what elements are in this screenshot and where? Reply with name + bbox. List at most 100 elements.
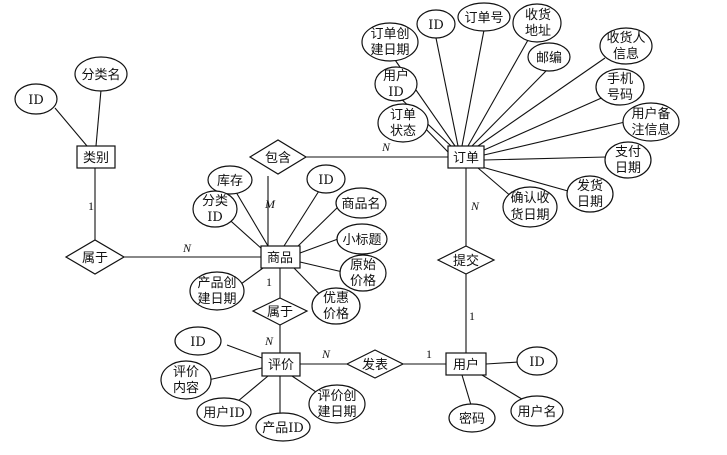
svg-text:用户备: 用户备 (631, 106, 670, 122)
svg-text:发货: 发货 (577, 178, 603, 194)
svg-text:用户名: 用户名 (517, 404, 556, 420)
attr-order-confirm-date: 确认收 货日期 (502, 186, 558, 228)
entity-order: 订单 (447, 145, 485, 169)
edge-category-id (54, 107, 88, 147)
card-review-publishes: N (321, 347, 331, 361)
svg-text:日期: 日期 (577, 195, 603, 210)
svg-text:收货人: 收货人 (606, 30, 645, 46)
attr-order-zip: 邮编 (527, 42, 571, 72)
attr-product-id: ID (306, 164, 346, 194)
attr-category-id: ID (14, 83, 58, 115)
attr-product-orig-price: 原始 价格 (339, 254, 387, 292)
attr-order-note: 用户备 注信息 (622, 102, 680, 142)
svg-text:产品创: 产品创 (197, 276, 236, 291)
attr-order-status: 订单 状态 (377, 103, 429, 143)
entity-product-label: 商品 (267, 251, 293, 266)
entity-review-label: 评价 (268, 358, 294, 373)
svg-text:号码: 号码 (607, 88, 633, 103)
svg-text:地址: 地址 (525, 24, 551, 39)
svg-text:ID: ID (428, 18, 444, 33)
svg-text:建日期: 建日期 (197, 292, 236, 307)
relationship-contains: 包含 (248, 139, 308, 175)
attr-product-created: 产品创 建日期 (189, 271, 245, 311)
attr-product-name: 商品名 (335, 187, 387, 219)
svg-text:原始: 原始 (350, 258, 376, 273)
attr-product-subtitle: 小标题 (336, 223, 388, 255)
svg-text:ID: ID (388, 85, 404, 100)
relationship-belongs-category-label: 属于 (82, 251, 108, 266)
svg-text:手机: 手机 (607, 72, 633, 87)
attr-order-id: ID (416, 9, 456, 39)
relationship-belongs-category: 属于 (64, 239, 126, 275)
attr-review-id: ID (174, 326, 222, 356)
svg-text:建日期: 建日期 (370, 43, 409, 58)
attr-review-content: 评价 内容 (160, 360, 212, 400)
svg-text:信息: 信息 (613, 46, 639, 62)
card-contains-product: M (264, 197, 276, 211)
attr-order-receiver: 收货人 信息 (599, 27, 653, 65)
svg-text:订单创: 订单创 (370, 27, 409, 42)
svg-text:建日期: 建日期 (317, 405, 356, 420)
svg-text:邮编: 邮编 (536, 51, 562, 66)
svg-text:用户ID: 用户ID (203, 405, 245, 421)
svg-text:ID: ID (529, 355, 545, 370)
entity-user: 用户 (445, 352, 487, 376)
attr-product-promo-price: 优惠 价格 (311, 287, 361, 325)
svg-text:分类: 分类 (202, 194, 228, 209)
svg-text:库存: 库存 (217, 173, 243, 189)
svg-text:分类名: 分类名 (81, 67, 120, 83)
entity-order-label: 订单 (453, 151, 479, 166)
svg-text:产品ID: 产品ID (262, 421, 304, 436)
svg-text:支付: 支付 (615, 145, 641, 160)
svg-text:ID: ID (318, 173, 334, 188)
svg-text:状态: 状态 (390, 124, 416, 139)
entity-product: 商品 (260, 245, 301, 269)
svg-text:价格: 价格 (323, 306, 349, 322)
attr-product-category-id: 分类 ID (192, 190, 238, 228)
card-submits-user: 1 (469, 309, 475, 323)
svg-text:评价: 评价 (173, 365, 199, 380)
svg-text:日期: 日期 (615, 161, 641, 176)
relationship-submits: 提交 (436, 245, 496, 275)
svg-text:注信息: 注信息 (631, 122, 670, 138)
svg-text:收货: 收货 (525, 7, 551, 23)
svg-text:货日期: 货日期 (510, 207, 549, 223)
card-order-submits: N (470, 199, 480, 213)
relationship-contains-label: 包含 (265, 150, 291, 166)
attr-order-created: 订单创 建日期 (361, 22, 419, 62)
attr-review-product-id: 产品ID (255, 412, 311, 442)
card-category-belongs: 1 (88, 199, 94, 213)
entity-category: 类别 (76, 145, 116, 169)
attr-user-password: 密码 (448, 403, 496, 433)
svg-text:用户: 用户 (383, 68, 409, 84)
attr-review-user-id: 用户ID (196, 397, 252, 427)
svg-text:优惠: 优惠 (323, 291, 349, 306)
card-belongs-review: N (264, 334, 274, 348)
svg-text:ID: ID (28, 93, 44, 108)
relationship-belongs-review: 属于 (251, 297, 309, 326)
attr-product-stock: 库存 (207, 165, 253, 195)
relationship-publishes: 发表 (345, 349, 405, 379)
svg-text:ID: ID (190, 335, 206, 350)
attr-user-name: 用户名 (510, 395, 564, 427)
attr-category-name: 分类名 (74, 56, 128, 92)
svg-text:订单: 订单 (390, 108, 416, 123)
entity-user-label: 用户 (453, 357, 479, 373)
card-product-belongs-review: 1 (266, 275, 272, 289)
svg-text:密码: 密码 (459, 411, 485, 427)
entity-category-label: 类别 (83, 151, 109, 166)
entity-review: 评价 (261, 352, 301, 377)
svg-text:内容: 内容 (173, 380, 199, 396)
relationship-submits-label: 提交 (453, 253, 479, 269)
svg-text:价格: 价格 (350, 273, 376, 289)
relationship-publishes-label: 发表 (362, 357, 388, 373)
attr-review-created: 评价创 建日期 (308, 384, 366, 424)
svg-text:ID: ID (207, 210, 223, 225)
cardinality-labels: N M 1 N N 1 1 N N 1 (88, 140, 480, 361)
attr-order-phone: 手机 号码 (595, 68, 645, 106)
attr-order-address: 收货 地址 (512, 3, 562, 43)
attr-order-no: 订单号 (457, 2, 511, 32)
svg-text:评价创: 评价创 (317, 389, 356, 404)
svg-text:商品名: 商品名 (341, 196, 380, 212)
